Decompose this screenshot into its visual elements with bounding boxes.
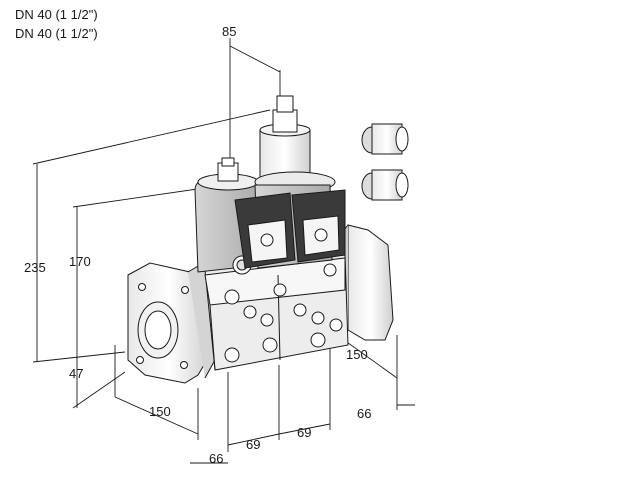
dim-spacing-a: 69 bbox=[246, 437, 260, 452]
dim-lower-height: 47 bbox=[69, 366, 83, 381]
dim-offset-right: 66 bbox=[357, 406, 371, 421]
dim-total-height: 235 bbox=[24, 260, 46, 275]
left-flange bbox=[127, 261, 216, 384]
model-label-1: DN 40 (1 1/2") bbox=[15, 7, 98, 22]
dim-upper-height: 170 bbox=[69, 254, 91, 269]
right-flange bbox=[339, 224, 394, 341]
cable-glands bbox=[361, 123, 409, 201]
dim-spacing-b: 69 bbox=[297, 425, 311, 440]
model-label-2: DN 40 (1 1/2") bbox=[15, 26, 98, 41]
bottom-fittings bbox=[224, 263, 343, 363]
coil-connectors bbox=[234, 189, 346, 269]
dim-flange-right: 150 bbox=[346, 347, 368, 362]
dim-flange-left: 150 bbox=[149, 404, 171, 419]
dim-offset-left: 66 bbox=[209, 451, 223, 466]
dim-top-width: 85 bbox=[222, 24, 236, 39]
